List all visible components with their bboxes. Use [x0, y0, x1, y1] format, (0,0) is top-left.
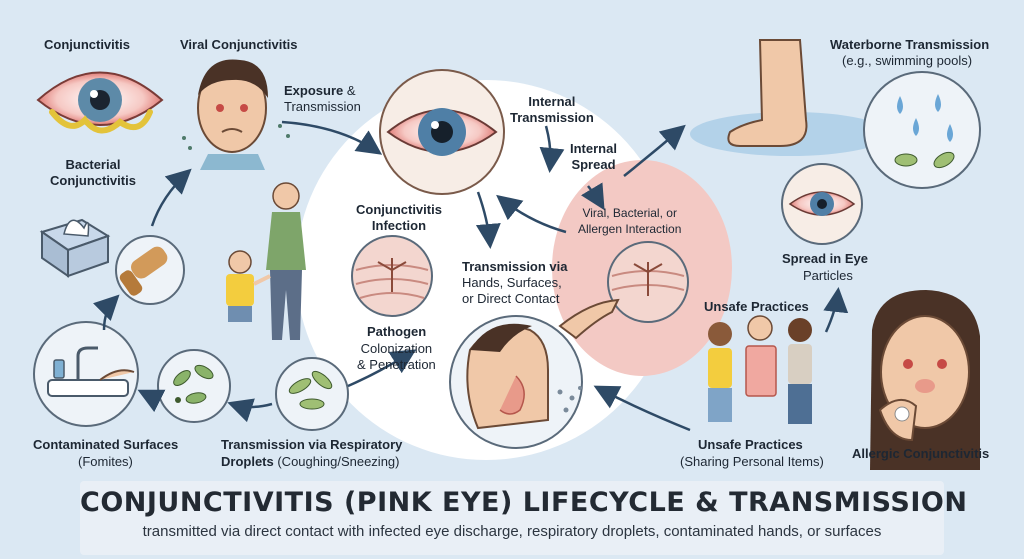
arrow-cycle-1	[150, 168, 192, 227]
label-spread-eye: Spread in Eye	[782, 251, 868, 266]
footer-banner: CONJUNCTIVITIS (PINK EYE) LIFECYCLE & TR…	[80, 481, 968, 555]
arrow-unsafe	[593, 385, 691, 432]
label-droplets: Droplets (Coughing/Sneezing)	[221, 454, 400, 469]
label-internal-spread: Internal Spread	[570, 141, 617, 172]
interaction-zoom-icon	[558, 241, 689, 340]
arrow-spread-eye	[823, 287, 849, 333]
label-unsafe-bottom: Unsafe Practices	[698, 437, 803, 452]
label-interaction: Viral, Bacterial, or Allergen Interactio…	[578, 206, 682, 236]
sneezing-person-icon	[449, 315, 583, 449]
label-respiratory: Transmission via Respiratory	[221, 437, 403, 452]
arrow-cycle-2	[93, 294, 120, 331]
infected-eye-icon	[379, 69, 505, 195]
arrow-droplets	[347, 349, 417, 388]
respiratory-droplets-icon	[275, 357, 349, 431]
label-exposure: Exposure &Transmission	[284, 83, 361, 114]
bacteria-petri-icon	[157, 349, 231, 423]
label-pathogen-sub: Colonization & Penetration	[357, 341, 436, 372]
label-waterborne-sub: (e.g., swimming pools)	[842, 53, 973, 68]
arrow-return	[496, 194, 567, 234]
children-sharing-icon	[708, 315, 812, 424]
arrow-cycle-3	[137, 389, 166, 413]
label-hands-sub: Hands, Surfaces, or Direct Contact	[462, 275, 562, 306]
allergic-person-icon	[870, 290, 980, 470]
arrow-internal-spread	[580, 182, 605, 211]
sink-icon	[33, 321, 139, 427]
label-contaminated: Contaminated Surfaces	[33, 437, 179, 452]
label-unsafe-top: Unsafe Practices	[704, 299, 809, 314]
label-allergic: Allergic Conjunctivitis	[852, 446, 990, 461]
parent-child-icon	[226, 182, 306, 340]
label-internal-transmission: Internal Transmission	[510, 94, 594, 125]
label-conjunctivitis: Conjunctivitis	[44, 37, 130, 52]
label-fomites: (Fomites)	[78, 454, 133, 469]
spread-eye-icon	[781, 163, 863, 245]
label-infection: Conjunctivitis Infection	[356, 202, 442, 233]
water-droplets-icon	[863, 71, 981, 189]
arrow-exposure	[281, 120, 383, 155]
tissue-box-icon	[39, 218, 111, 278]
label-sharing: (Sharing Personal Items)	[680, 454, 824, 469]
page-title: CONJUNCTIVITIS (PINK EYE) LIFECYCLE & TR…	[80, 487, 968, 518]
page-subtitle: transmitted via direct contact with infe…	[142, 523, 882, 540]
label-hands-title: Transmission via	[462, 259, 568, 274]
foot-water-icon	[690, 39, 890, 156]
brush-icon	[115, 235, 185, 305]
arrow-waterborne	[623, 124, 686, 177]
arrow-down	[475, 191, 501, 249]
tissue-colonization-icon	[351, 235, 433, 317]
arrow-cycle-4	[227, 398, 273, 423]
conjunctivitis-eye-icon	[36, 71, 164, 134]
label-viral: Viral Conjunctivitis	[180, 37, 298, 52]
arrow-internal-transmission	[539, 125, 565, 173]
label-pathogen: Pathogen	[367, 324, 427, 339]
label-spread-eye-sub: Particles	[803, 268, 853, 283]
label-waterborne: Waterborne Transmission	[830, 37, 990, 52]
label-bacterial: Bacterial Conjunctivitis	[50, 157, 136, 188]
viral-person-icon	[182, 59, 290, 170]
